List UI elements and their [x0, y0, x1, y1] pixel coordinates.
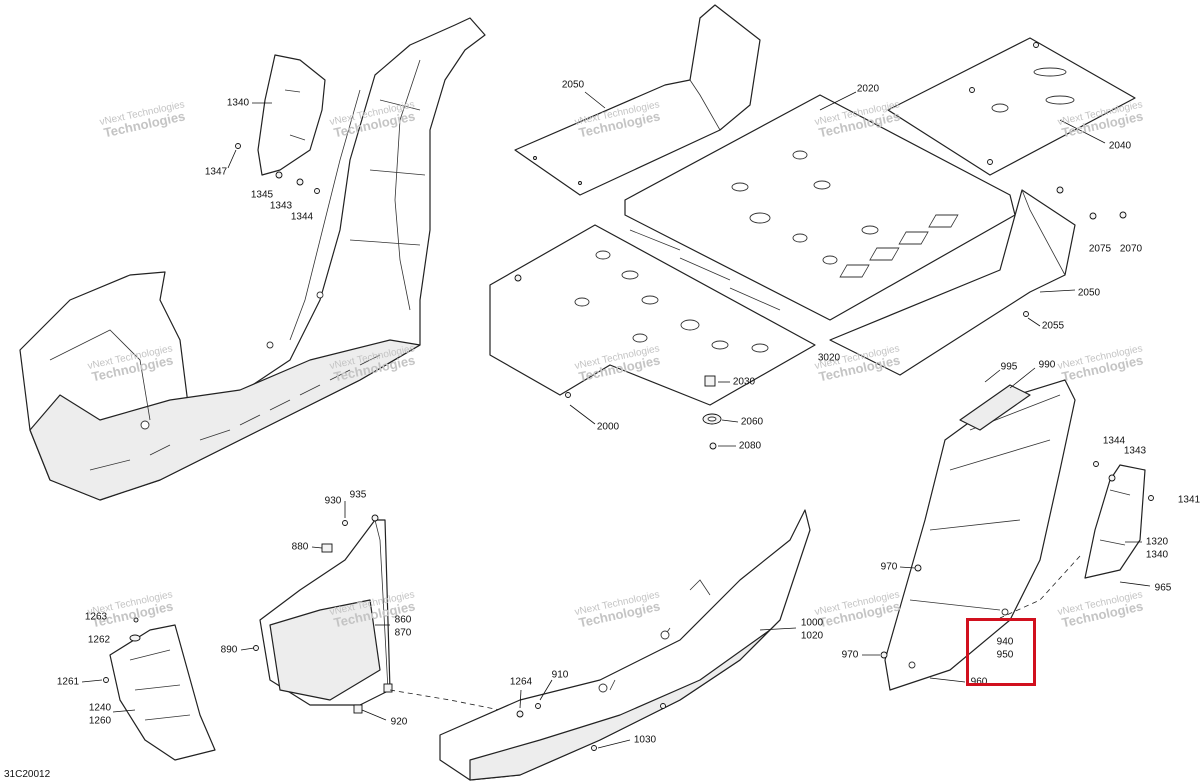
callout-860: 860 — [394, 614, 412, 626]
floor-panel-2000 — [489, 224, 816, 406]
callout-1264: 1264 — [509, 676, 533, 688]
callout-920: 920 — [390, 716, 408, 728]
callout-950: 950 — [996, 649, 1014, 661]
floor-panel-2050-left — [514, 4, 761, 196]
callout-910: 910 — [551, 669, 569, 681]
callout-890: 890 — [220, 644, 238, 656]
callout-935: 935 — [349, 489, 367, 501]
callout-1340: 1340 — [1145, 549, 1169, 561]
callout-970: 970 — [841, 649, 859, 661]
callout-2050: 2050 — [1077, 287, 1101, 299]
highlight-box — [966, 618, 1036, 686]
fastener-2030 — [704, 375, 716, 387]
callout-1341: 1341 — [1177, 494, 1200, 506]
callout-2060: 2060 — [740, 416, 764, 428]
callout-940: 940 — [996, 636, 1014, 648]
bracket-1240-1260 — [103, 617, 216, 761]
callout-2075: 2075 — [1088, 243, 1112, 255]
callout-2040: 2040 — [1108, 140, 1132, 152]
callout-1263: 1263 — [84, 611, 108, 623]
callout-2030: 2030 — [732, 376, 756, 388]
callout-2050: 2050 — [561, 79, 585, 91]
callout-990: 990 — [1038, 359, 1056, 371]
callout-1320: 1320 — [1145, 536, 1169, 548]
callout-2055: 2055 — [1041, 320, 1065, 332]
callout-1261: 1261 — [56, 676, 80, 688]
callout-1262: 1262 — [87, 634, 111, 646]
callout-1343: 1343 — [269, 200, 293, 212]
fastener-2060 — [702, 413, 722, 425]
callout-995: 995 — [1000, 361, 1018, 373]
callout-1020: 1020 — [800, 630, 824, 642]
callout-1000: 1000 — [800, 617, 824, 629]
callout-2070: 2070 — [1119, 243, 1143, 255]
callout-2000: 2000 — [596, 421, 620, 433]
rocker-panel-1000-1020 — [439, 509, 811, 781]
cover-1320-1340 — [1084, 461, 1154, 579]
callout-1344: 1344 — [1102, 435, 1126, 447]
cover-1340 — [235, 54, 326, 194]
left-body-frame — [19, 17, 486, 501]
callout-880: 880 — [291, 541, 309, 553]
floor-panel-2040 — [887, 37, 1136, 176]
callout-970: 970 — [880, 561, 898, 573]
callout-1347: 1347 — [204, 166, 228, 178]
diagram-code: 31C20012 — [4, 769, 51, 780]
callout-1345: 1345 — [250, 189, 274, 201]
fastener-2080 — [709, 442, 717, 450]
callout-2080: 2080 — [738, 440, 762, 452]
floor-panel-2050-right — [829, 186, 1127, 376]
callout-1340: 1340 — [226, 97, 250, 109]
callout-930: 930 — [324, 495, 342, 507]
leader-lines — [81, 91, 1151, 749]
callout-1343: 1343 — [1123, 445, 1147, 457]
callout-2020: 2020 — [856, 83, 880, 95]
callout-965: 965 — [1154, 582, 1172, 594]
callout-1240: 1240 — [88, 702, 112, 714]
callout-1030: 1030 — [633, 734, 657, 746]
callout-3020: 3020 — [817, 352, 841, 364]
callout-870: 870 — [394, 627, 412, 639]
callout-960: 960 — [970, 676, 988, 688]
callout-1344: 1344 — [290, 211, 314, 223]
front-panel-860-870 — [253, 514, 393, 714]
callout-1260: 1260 — [88, 715, 112, 727]
